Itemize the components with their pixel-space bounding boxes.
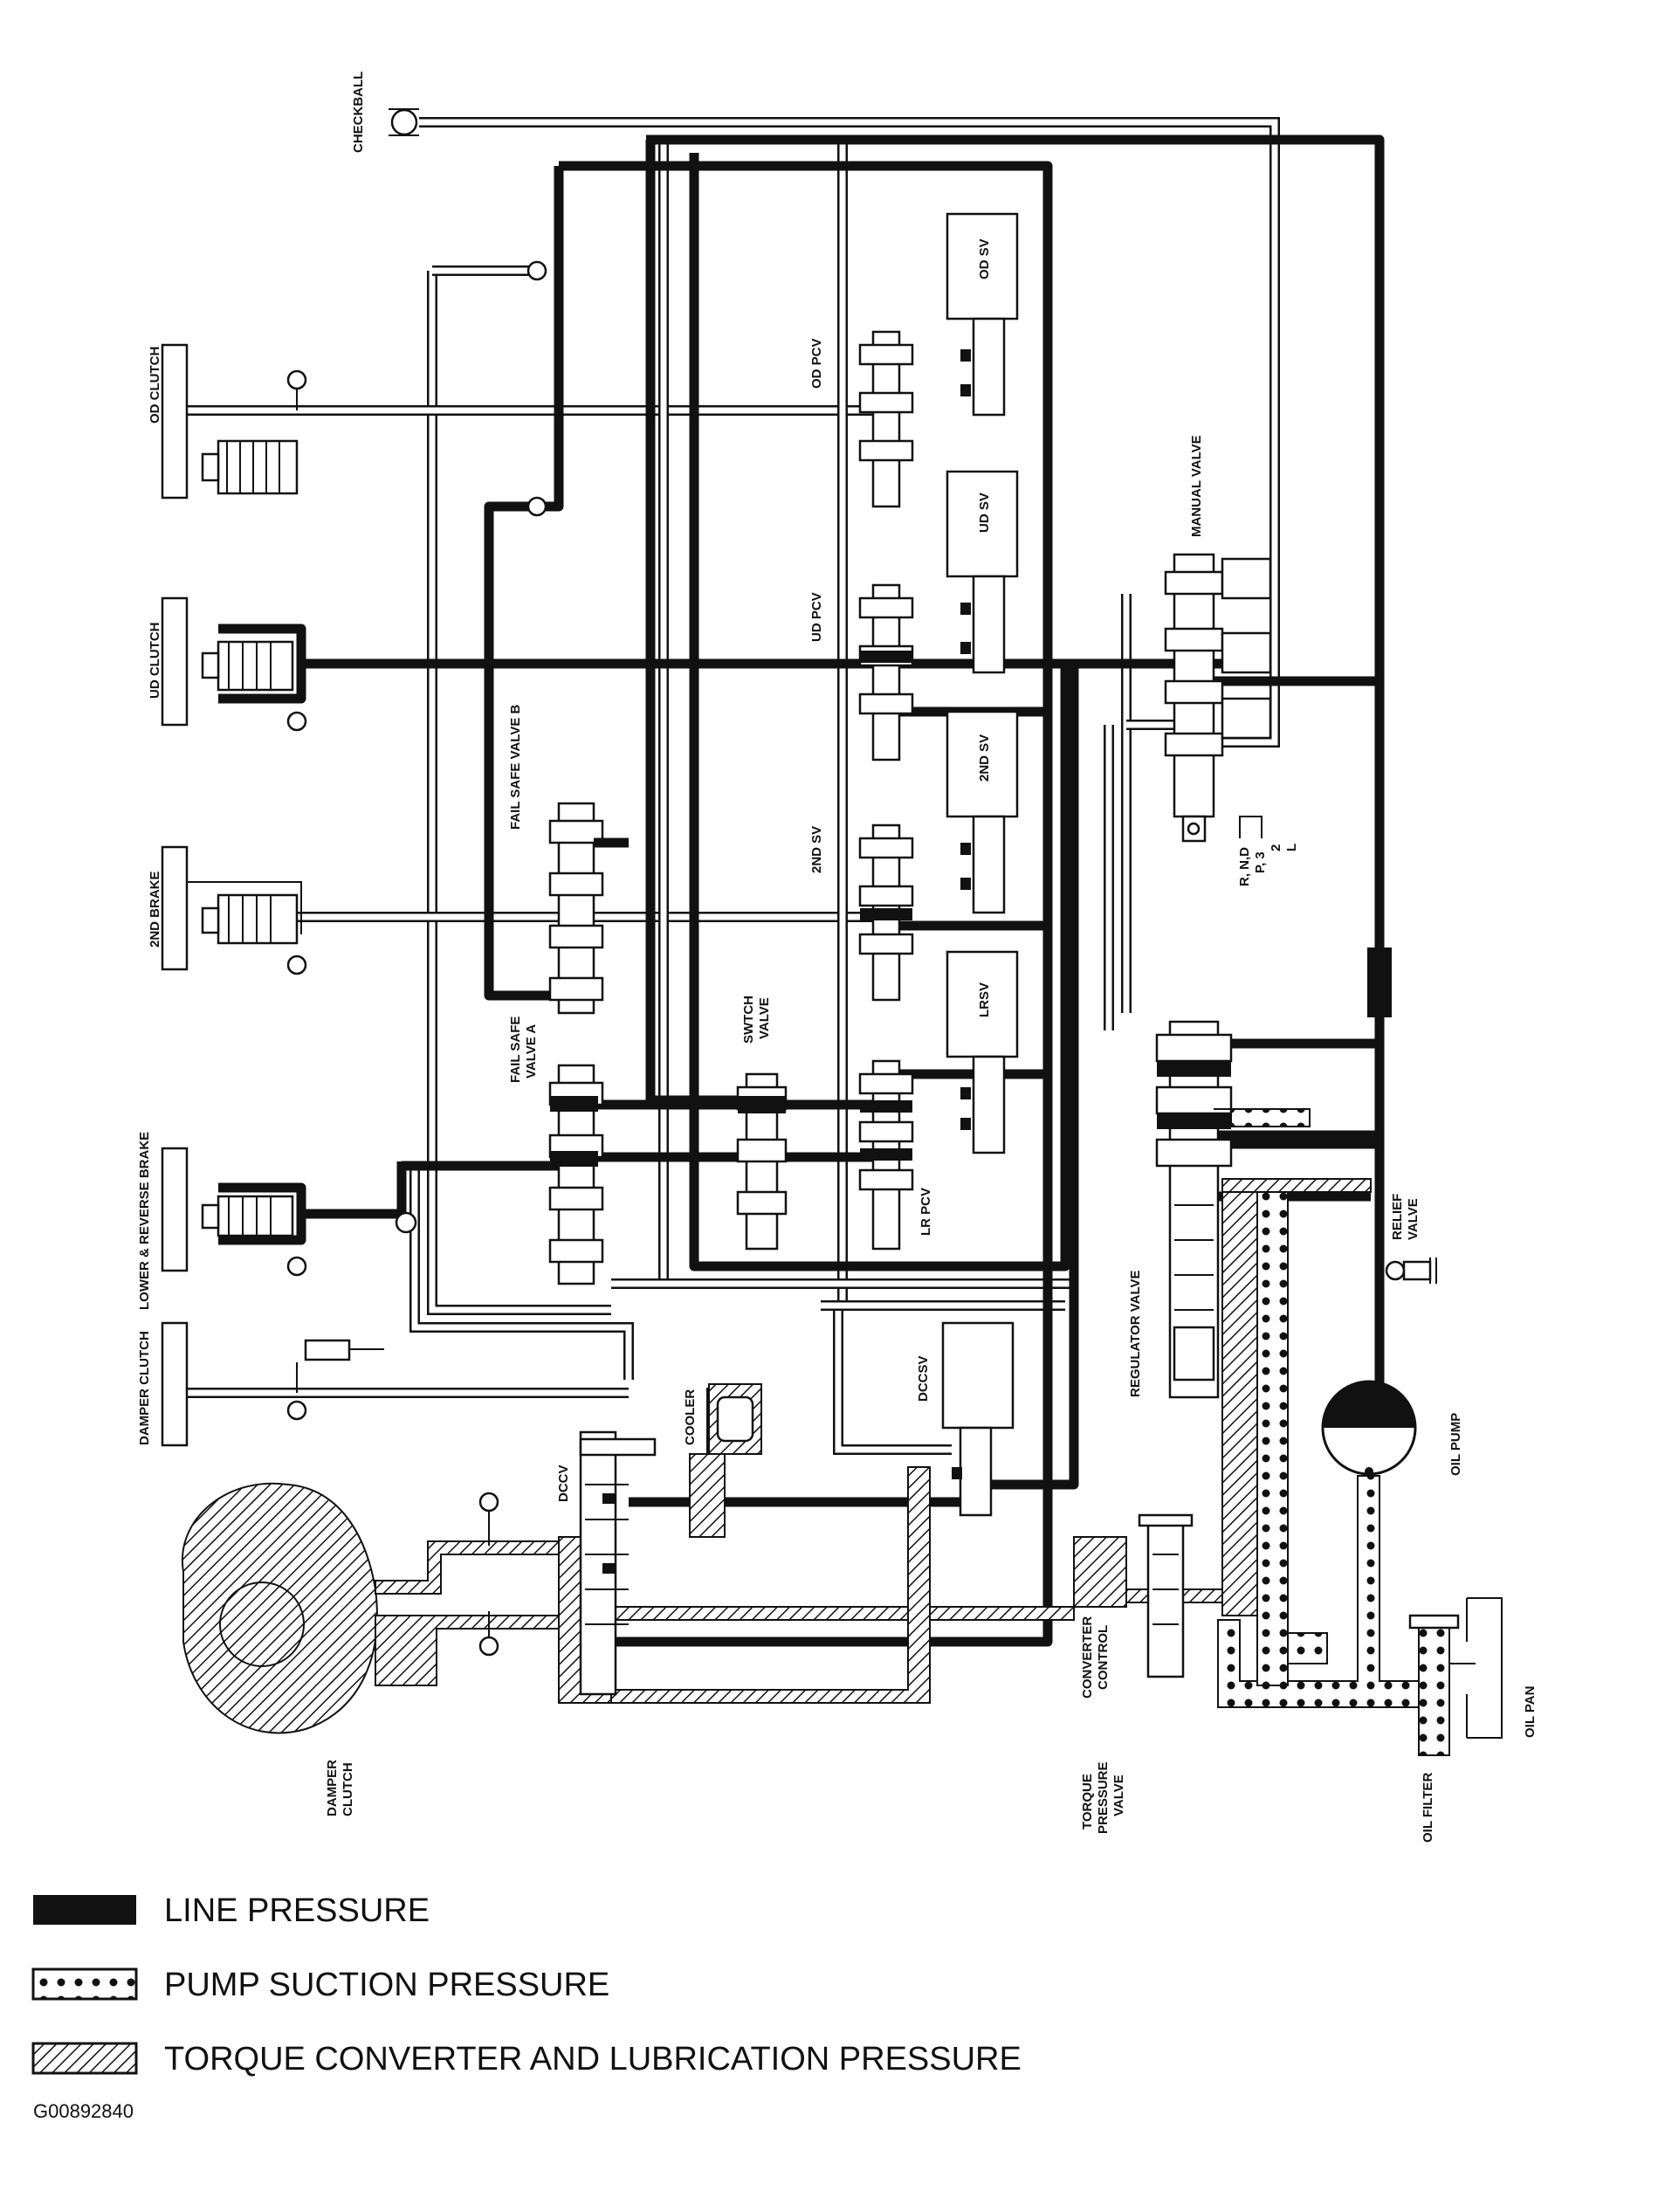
torque-converter: [181, 1482, 378, 1734]
label-relief-valve-1: RELIEF: [1390, 1194, 1405, 1240]
label-fail-safe-valve-b: FAIL SAFE VALVE B: [508, 704, 523, 830]
label-manual-valve: MANUAL VALVE: [1189, 435, 1204, 537]
passages-line-pressure: [301, 134, 1392, 1647]
label-oil-filter: OIL FILTER: [1421, 1773, 1435, 1843]
legend-text-converter: TORQUE CONVERTER AND LUBRICATION PRESSUR…: [164, 2041, 1022, 2078]
checkball-small-1: [526, 260, 547, 281]
label-damper-clutch-top: DAMPER CLUTCH: [137, 1331, 152, 1445]
label-lr-pcv: LR PCV: [919, 1188, 933, 1236]
label-range-3: 2: [1269, 844, 1283, 851]
label-range-1: R, N,D: [1237, 847, 1252, 886]
second-pcv: [858, 823, 914, 1002]
legend-item-pump-suction: PUMP SUCTION PRESSURE: [31, 1967, 609, 2003]
label-lrsv: LRSV: [977, 982, 992, 1017]
label-ud-clutch: UD CLUTCH: [148, 623, 162, 699]
manual-valve: [1164, 553, 1272, 843]
label-od-clutch: OD CLUTCH: [148, 347, 162, 424]
od-pcv: [858, 330, 914, 508]
label-dccv: DCCV: [556, 1464, 571, 1502]
label-od-pcv: OD PCV: [809, 338, 824, 389]
label-fail-safe-valve-a-1: FAIL SAFE: [508, 1016, 523, 1083]
label-range-4: L: [1284, 844, 1299, 851]
oil-filter: [1408, 1614, 1460, 1756]
label-checkball: CHECKBALL: [351, 72, 366, 153]
label-fail-safe-valve-a-2: VALVE A: [524, 1024, 539, 1078]
lrsv: [946, 950, 1019, 1154]
second-sv: [946, 710, 1019, 914]
od-sv: [946, 212, 1019, 417]
label-second-sv-box: 2ND SV: [977, 734, 992, 782]
label-cooler: COOLER: [683, 1389, 698, 1445]
checkball-small-2: [526, 496, 547, 517]
cooler: [708, 1383, 762, 1455]
label-torque-pressure-3: VALVE: [1111, 1774, 1126, 1816]
label-regulator-valve: REGULATOR VALVE: [1128, 1270, 1143, 1397]
fail-safe-valve-b: [548, 802, 629, 1015]
ud-sv: [946, 470, 1019, 674]
suction-passage-regulator: [1214, 1108, 1311, 1127]
regulator-valve: [1155, 1020, 1379, 1399]
second-brake: [161, 845, 307, 975]
label-damper-clutch-1: DAMPER: [325, 1760, 340, 1816]
label-second-brake: 2ND BRAKE: [148, 871, 162, 948]
label-swtch-valve-1: SWTCH: [741, 996, 756, 1044]
relief-valve: [1385, 1258, 1437, 1284]
label-torque-pressure-1: TORQUE: [1080, 1774, 1095, 1830]
label-lower-reverse-brake: LOWER & REVERSE BRAKE: [137, 1132, 152, 1310]
label-ud-sv: UD SV: [977, 493, 992, 533]
ud-clutch: [161, 596, 307, 732]
label-dccsv: DCCSV: [916, 1355, 931, 1402]
checkball: [389, 108, 419, 136]
label-converter-control-2: CONTROL: [1096, 1625, 1111, 1690]
passages-low-pressure: [188, 117, 1280, 1455]
label-oil-pump: OIL PUMP: [1448, 1413, 1463, 1476]
legend-item-converter: TORQUE CONVERTER AND LUBRICATION PRESSUR…: [31, 2041, 1022, 2078]
figure-id: G00892840: [33, 2100, 134, 2122]
label-ud-pcv: UD PCV: [809, 592, 824, 642]
switch-valve: [736, 1072, 788, 1251]
label-damper-clutch-2: CLUTCH: [341, 1762, 355, 1816]
legend-text-suction: PUMP SUCTION PRESSURE: [164, 1967, 609, 2003]
label-swtch-valve-2: VALVE: [757, 997, 772, 1039]
label-range-2: P, 3: [1253, 851, 1268, 873]
dccv: [579, 1430, 657, 1696]
dccsv: [941, 1321, 1015, 1517]
torque-pressure-valve: [1138, 1513, 1194, 1678]
label-converter-control-1: CONVERTER: [1080, 1616, 1095, 1699]
fail-safe-valve-a: [548, 1064, 604, 1285]
dccv-handles: [478, 1492, 499, 1657]
label-second-sv: 2ND SV: [809, 826, 824, 873]
oil-pump: [1321, 1380, 1417, 1476]
legend-swatch-line: [33, 1895, 136, 1925]
legend-item-line-pressure: LINE PRESSURE: [33, 1892, 430, 1929]
legend-text-line: LINE PRESSURE: [164, 1892, 430, 1929]
lower-reverse-brake: [161, 1147, 417, 1277]
label-oil-pan: OIL PAN: [1523, 1686, 1538, 1738]
legend-swatch-suction: [31, 1967, 138, 2001]
legend-swatch-converter: [31, 2042, 138, 2075]
damper-clutch-top: [161, 1321, 384, 1447]
oil-pan: [1449, 1597, 1503, 1739]
label-torque-pressure-2: PRESSURE: [1096, 1761, 1111, 1834]
lr-pcv: [858, 1059, 914, 1251]
od-clutch: [161, 343, 307, 500]
label-relief-valve-2: VALVE: [1406, 1198, 1421, 1240]
ud-pcv: [858, 583, 914, 761]
legend: LINE PRESSURE PUMP SUCTION PRESSURE TORQ…: [31, 1892, 1022, 2078]
label-od-sv: OD SV: [977, 238, 992, 279]
